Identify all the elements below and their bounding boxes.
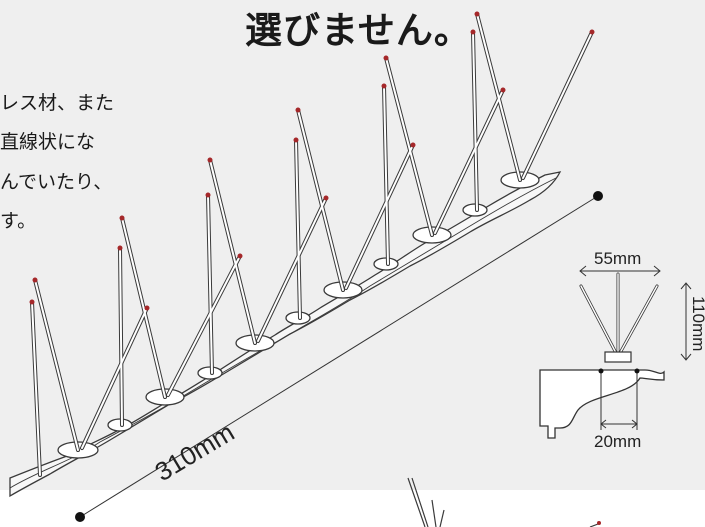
page-heading: 選びません。 <box>245 9 472 52</box>
partial-spike-bottom <box>407 477 599 527</box>
body-text-line-1: レス材、また <box>0 92 115 114</box>
cross-section-diagram: 55mm 110mm 20mm <box>539 249 705 451</box>
width-label: 55mm <box>594 249 641 268</box>
spike-rods <box>30 12 594 477</box>
bottom-panel <box>0 490 705 527</box>
spike-tips <box>29 11 595 311</box>
height-label: 110mm <box>689 296 705 351</box>
base-label: 20mm <box>594 432 641 451</box>
length-label: 310mm <box>150 417 240 487</box>
body-text-line-4: す。 <box>0 210 37 232</box>
body-text-line-3: んでいたり、 <box>0 171 113 193</box>
body-text-line-2: 直線状にな <box>0 131 96 153</box>
